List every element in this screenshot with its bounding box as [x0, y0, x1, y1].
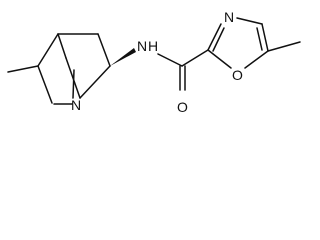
atom-label-carbonyl-o: O: [177, 99, 188, 115]
atom-label-amide-n: N: [137, 38, 147, 54]
bond-cage-n-bridge: [72, 69, 75, 99]
bond-cage-ch2-n: [79, 65, 111, 99]
bond-oxazole-c2-n-2: [212, 27, 225, 52]
bond-cage-left-upper: [37, 33, 59, 67]
structure-diagram: N H O N O N: [7, 9, 301, 115]
bond-oxazole-c2-n-1: [207, 23, 222, 51]
bond-oxazole-n-c4: [236, 17, 263, 25]
bond-cage-right: [97, 33, 111, 67]
bond-cage-left-lower: [37, 65, 53, 104]
bond-nh-carbonyl: [157, 53, 183, 67]
bond-oxazole-methyl: [267, 41, 301, 52]
bond-oxazole-c4-c5-2: [256, 27, 263, 51]
atom-label-oxazole-n: N: [224, 9, 234, 25]
atom-label-oxazole-o: O: [232, 67, 243, 83]
bond-oxazole-c4-c5-1: [261, 23, 269, 52]
bond-cage-bridge-a: [57, 33, 67, 59]
bond-oxazole-c5-o: [244, 50, 269, 69]
bond-carbonyl-oxazole: [181, 49, 209, 67]
stereo-wedge-bond: [110, 48, 136, 66]
atom-label-bridgehead-n: N: [71, 97, 81, 113]
atom-label-amide-h: H: [148, 38, 158, 54]
bond-oxazole-o-c2: [207, 49, 232, 69]
bond-methyl: [7, 65, 39, 73]
